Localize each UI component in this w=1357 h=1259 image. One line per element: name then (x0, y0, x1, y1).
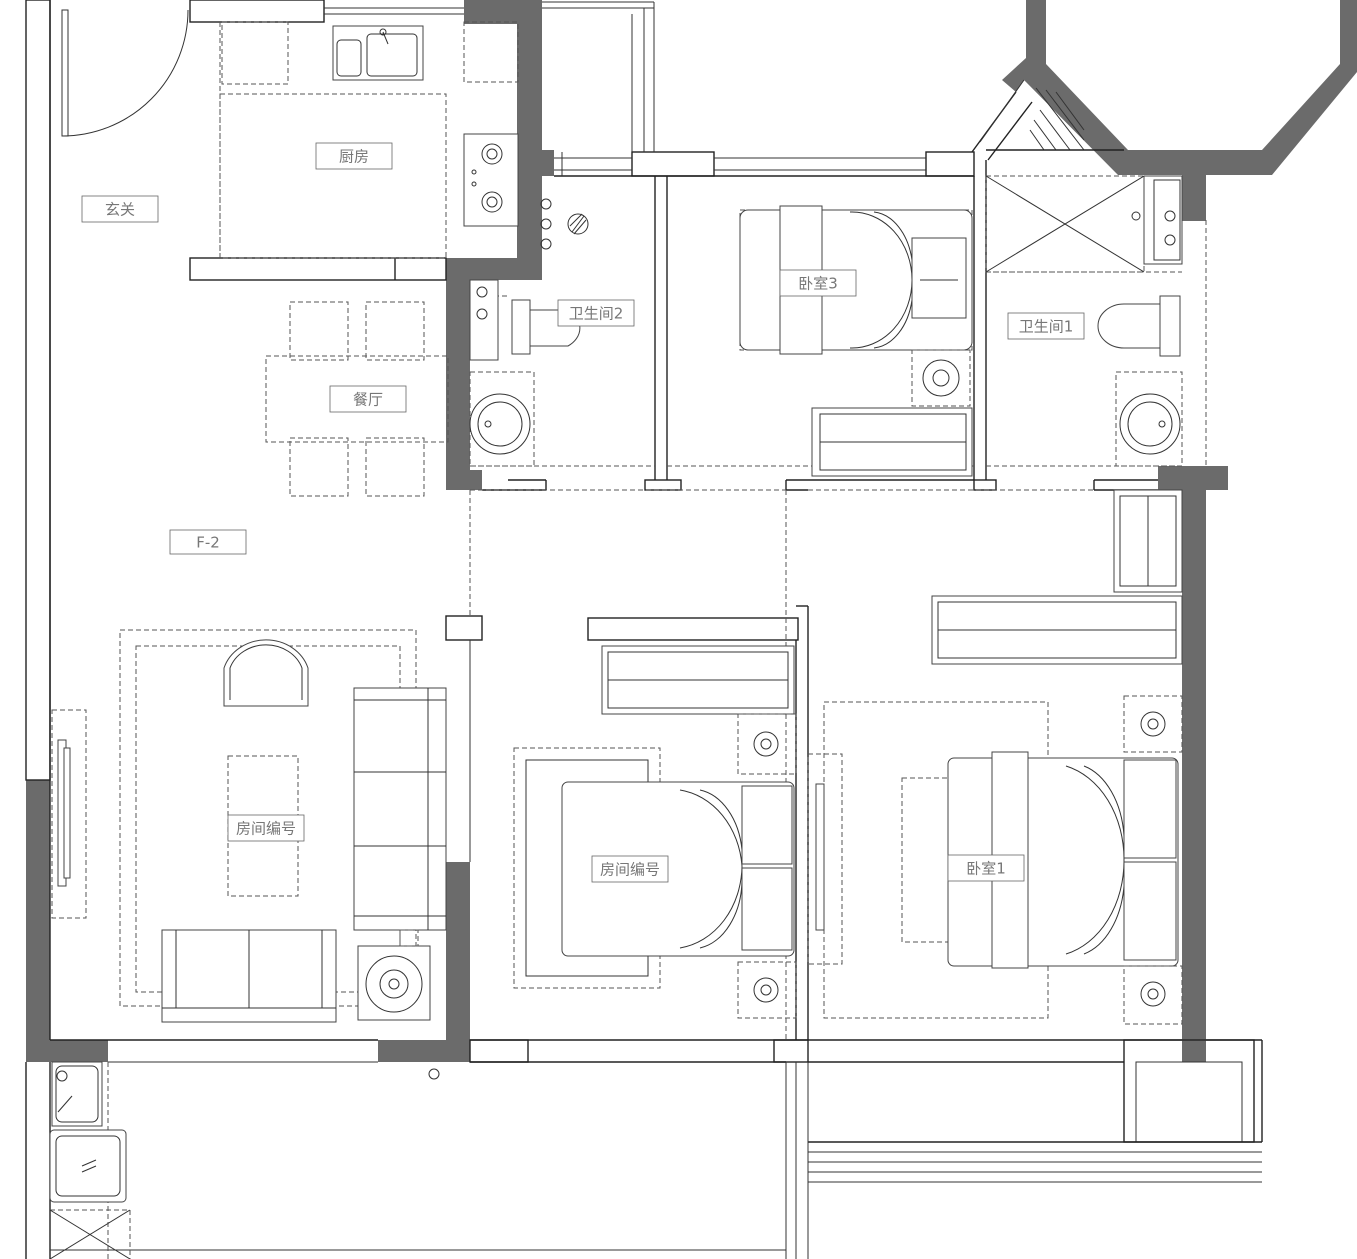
dining-set (265, 301, 449, 497)
svg-text:房间编号: 房间编号 (236, 820, 296, 838)
label-bedroom3: 卧室3 (779, 269, 857, 297)
bathroom2-fixtures (469, 198, 589, 467)
room-labels: 玄关 厨房 餐厅 F-2 房间编号 房间编号 卧室3 卧室1 (81, 142, 1085, 883)
svg-text:房间编号: 房间编号 (600, 861, 660, 879)
entry-door (61, 9, 189, 137)
label-bathroom1: 卫生间1 (1007, 312, 1085, 340)
label-living-code: F-2 (169, 529, 247, 555)
svg-text:玄关: 玄关 (105, 201, 135, 219)
solid-walls (26, 0, 1357, 1062)
label-entry: 玄关 (81, 195, 159, 223)
svg-text:卧室1: 卧室1 (966, 860, 1006, 878)
svg-text:厨房: 厨房 (339, 148, 369, 166)
kitchen-fixtures (219, 25, 519, 259)
label-bedroom2-id: 房间编号 (591, 855, 669, 883)
balcony-fixtures (49, 1061, 440, 1203)
label-living-room-id: 房间编号 (227, 814, 305, 842)
bathroom1-fixtures (985, 175, 1183, 467)
wall-outlines (25, 0, 1263, 1259)
label-dining: 餐厅 (329, 385, 407, 413)
bedroom1-furniture (931, 489, 1183, 1025)
living-room-furniture (57, 629, 447, 1023)
svg-text:餐厅: 餐厅 (353, 391, 383, 409)
svg-text:卫生间2: 卫生间2 (569, 305, 624, 323)
svg-text:卧室3: 卧室3 (798, 275, 838, 293)
bedroom3-furniture (739, 205, 973, 477)
bedroom2-furniture (513, 645, 843, 1019)
svg-text:F-2: F-2 (196, 534, 220, 552)
label-bedroom1: 卧室1 (947, 854, 1025, 882)
label-bathroom2: 卫生间2 (557, 299, 635, 327)
svg-text:卫生间1: 卫生间1 (1019, 318, 1074, 336)
label-kitchen: 厨房 (315, 142, 393, 170)
